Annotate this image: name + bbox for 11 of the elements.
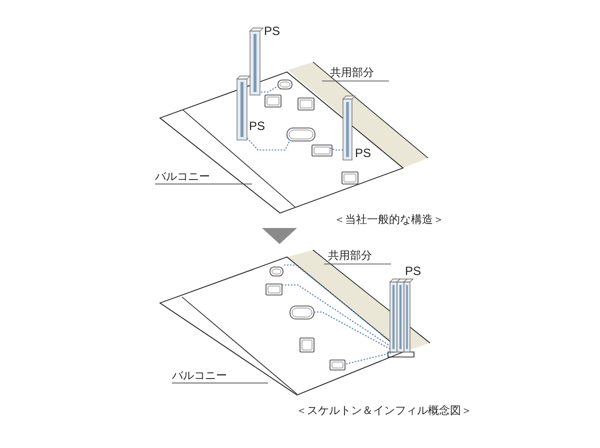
figure-caption: ＜スケルトン＆インフィル概念図＞ [296,404,472,417]
part-label: PS [405,265,422,278]
area-label: バルコニー [172,369,227,382]
leader-line [172,382,268,384]
part-label: PS [249,120,266,133]
part-label: PS [355,147,372,160]
area-label: 共用部分 [328,249,372,262]
area-label: バルコニー [155,170,210,183]
area-label: 共用部分 [330,66,374,79]
figure-caption: ＜当社一般的な構造＞ [334,213,444,226]
part-label: PS [264,25,280,38]
